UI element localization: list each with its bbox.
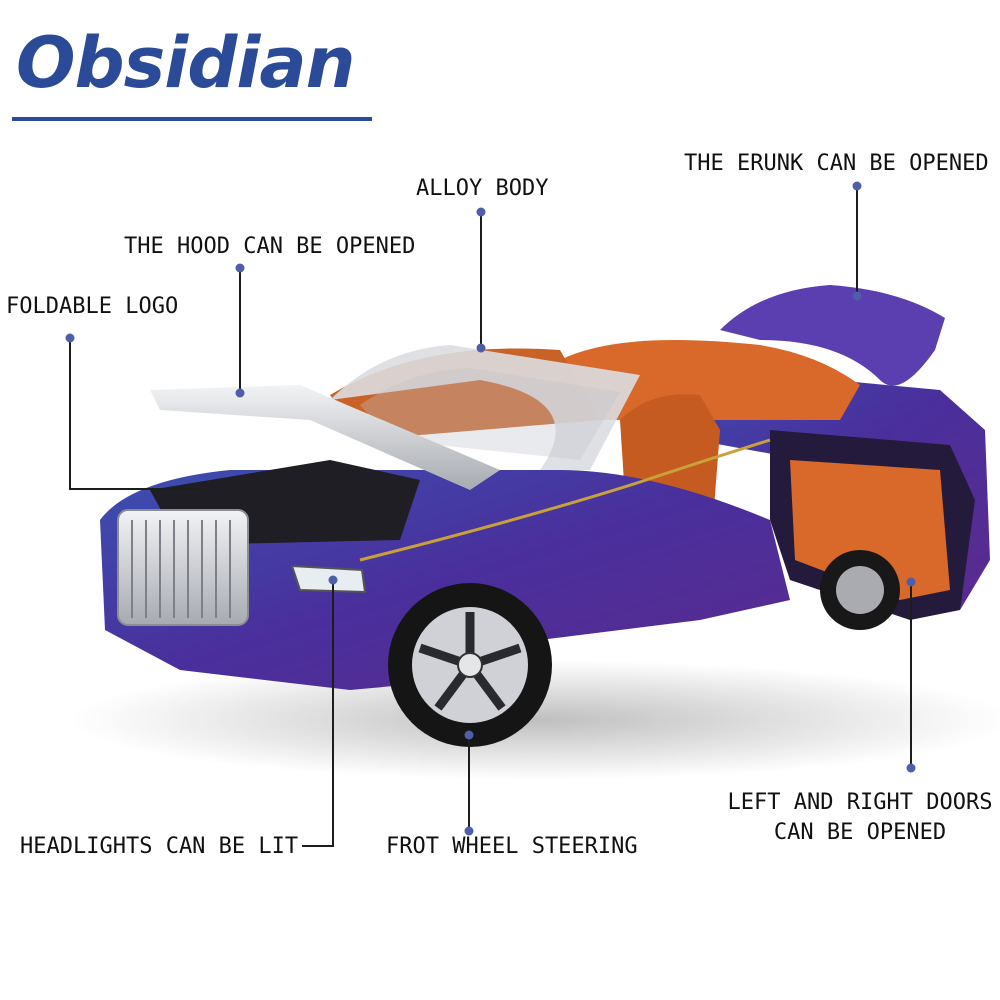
body-pinstripe bbox=[359, 438, 771, 562]
label-logo: FOLDABLE LOGO bbox=[6, 294, 179, 319]
callout-dot-trunk bbox=[852, 181, 862, 191]
callout-dot-doors-end bbox=[906, 763, 916, 773]
leader-line-alloy-body bbox=[480, 212, 482, 348]
leader-line-headlights-vertical bbox=[332, 580, 334, 847]
leader-line-logo-horizontal bbox=[69, 488, 199, 490]
windshield-frame bbox=[330, 345, 640, 470]
chrome-grille bbox=[117, 509, 249, 626]
ground-shadow bbox=[70, 660, 1000, 780]
windshield-glass bbox=[360, 368, 620, 460]
leader-line-trunk bbox=[856, 186, 858, 296]
brand-underline bbox=[12, 117, 372, 121]
grille-slats bbox=[131, 520, 231, 618]
leader-line-wheel bbox=[468, 735, 470, 831]
brand-logo: Obsidian bbox=[16, 22, 355, 104]
leader-line-hood bbox=[239, 268, 241, 393]
callout-dot-trunk-end bbox=[852, 291, 862, 301]
callout-dot-doors bbox=[906, 577, 916, 587]
rear-rim bbox=[836, 566, 884, 614]
open-hood bbox=[150, 385, 500, 490]
rear-seats bbox=[560, 340, 860, 420]
callout-dot-alloy-body-end bbox=[476, 343, 486, 353]
callout-dot-alloy-body bbox=[476, 207, 486, 217]
callout-dot-logo bbox=[65, 333, 75, 343]
label-headlights: HEADLIGHTS CAN BE LIT bbox=[20, 834, 299, 859]
callout-dot-wheel bbox=[464, 730, 474, 740]
callout-dot-hood bbox=[235, 263, 245, 273]
callout-dot-wheel-end bbox=[464, 826, 474, 836]
callout-dot-hood-end bbox=[235, 388, 245, 398]
label-trunk: THE ERUNK CAN BE OPENED bbox=[684, 151, 989, 176]
label-hood: THE HOOD CAN BE OPENED bbox=[124, 234, 416, 259]
wheel-hub bbox=[457, 652, 483, 678]
leader-line-logo-vertical bbox=[69, 338, 71, 489]
label-alloy-body: ALLOY BODY bbox=[416, 176, 549, 201]
label-wheel: FROT WHEEL STEERING bbox=[386, 834, 638, 859]
callout-dot-headlights bbox=[328, 575, 338, 585]
label-doors: LEFT AND RIGHT DOORS CAN BE OPENED bbox=[727, 790, 993, 845]
leader-line-headlights-horizontal bbox=[302, 845, 334, 847]
trunk-lid bbox=[720, 285, 945, 386]
leader-line-doors bbox=[910, 582, 912, 768]
